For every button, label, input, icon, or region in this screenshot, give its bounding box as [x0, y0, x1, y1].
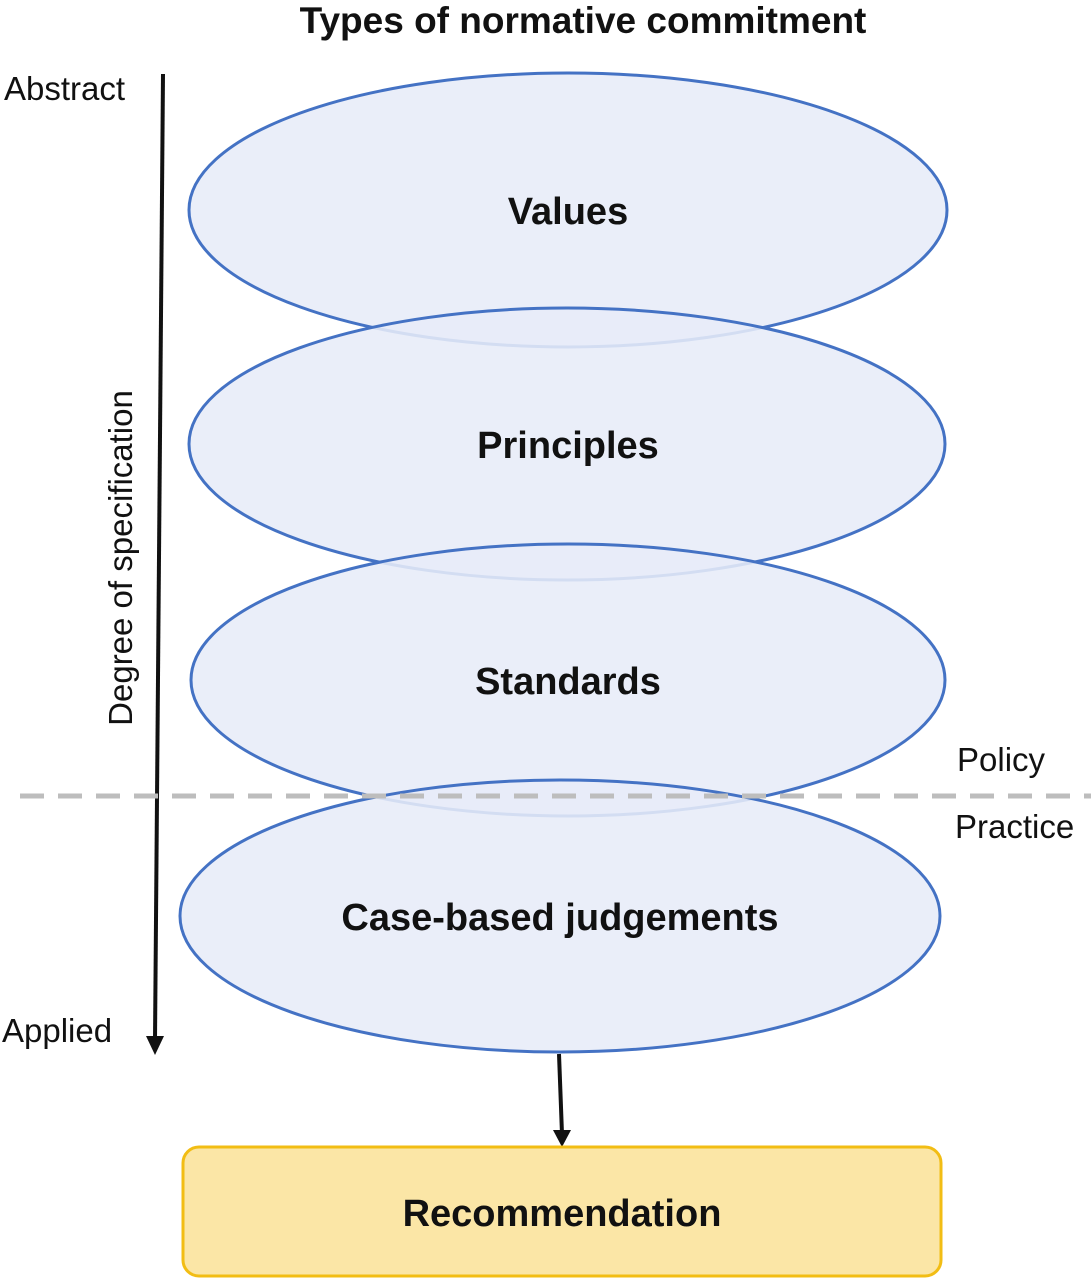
- level-principles-label: Principles: [477, 425, 659, 467]
- recommendation-box: Recommendation: [181, 1145, 943, 1278]
- level-case-based-label: Case-based judgements: [341, 897, 778, 939]
- policy-label: Policy: [957, 741, 1046, 778]
- specification-arrow-shaft: [153, 73, 165, 1041]
- specification-arrow: [146, 73, 165, 1055]
- recommendation-arrow-shaft: [557, 1053, 564, 1135]
- level-case-based-ellipse: [178, 778, 942, 1054]
- axis-top-label: Abstract: [4, 70, 125, 107]
- specification-arrow-head: [146, 1036, 164, 1055]
- axis-bottom-label: Applied: [2, 1012, 112, 1049]
- practice-label: Practice: [955, 808, 1074, 845]
- recommendation-arrow-head: [553, 1130, 571, 1147]
- level-values-label: Values: [508, 191, 628, 233]
- level-case-based-judgements: [178, 778, 942, 1054]
- recommendation-label: Recommendation: [403, 1193, 722, 1235]
- recommendation-arrow: [553, 1053, 571, 1147]
- diagram-title: Types of normative commitment: [300, 0, 867, 41]
- level-standards-label: Standards: [475, 661, 661, 703]
- recommendation-box-shape: [181, 1145, 943, 1278]
- axis-label: Degree of specification: [102, 390, 139, 726]
